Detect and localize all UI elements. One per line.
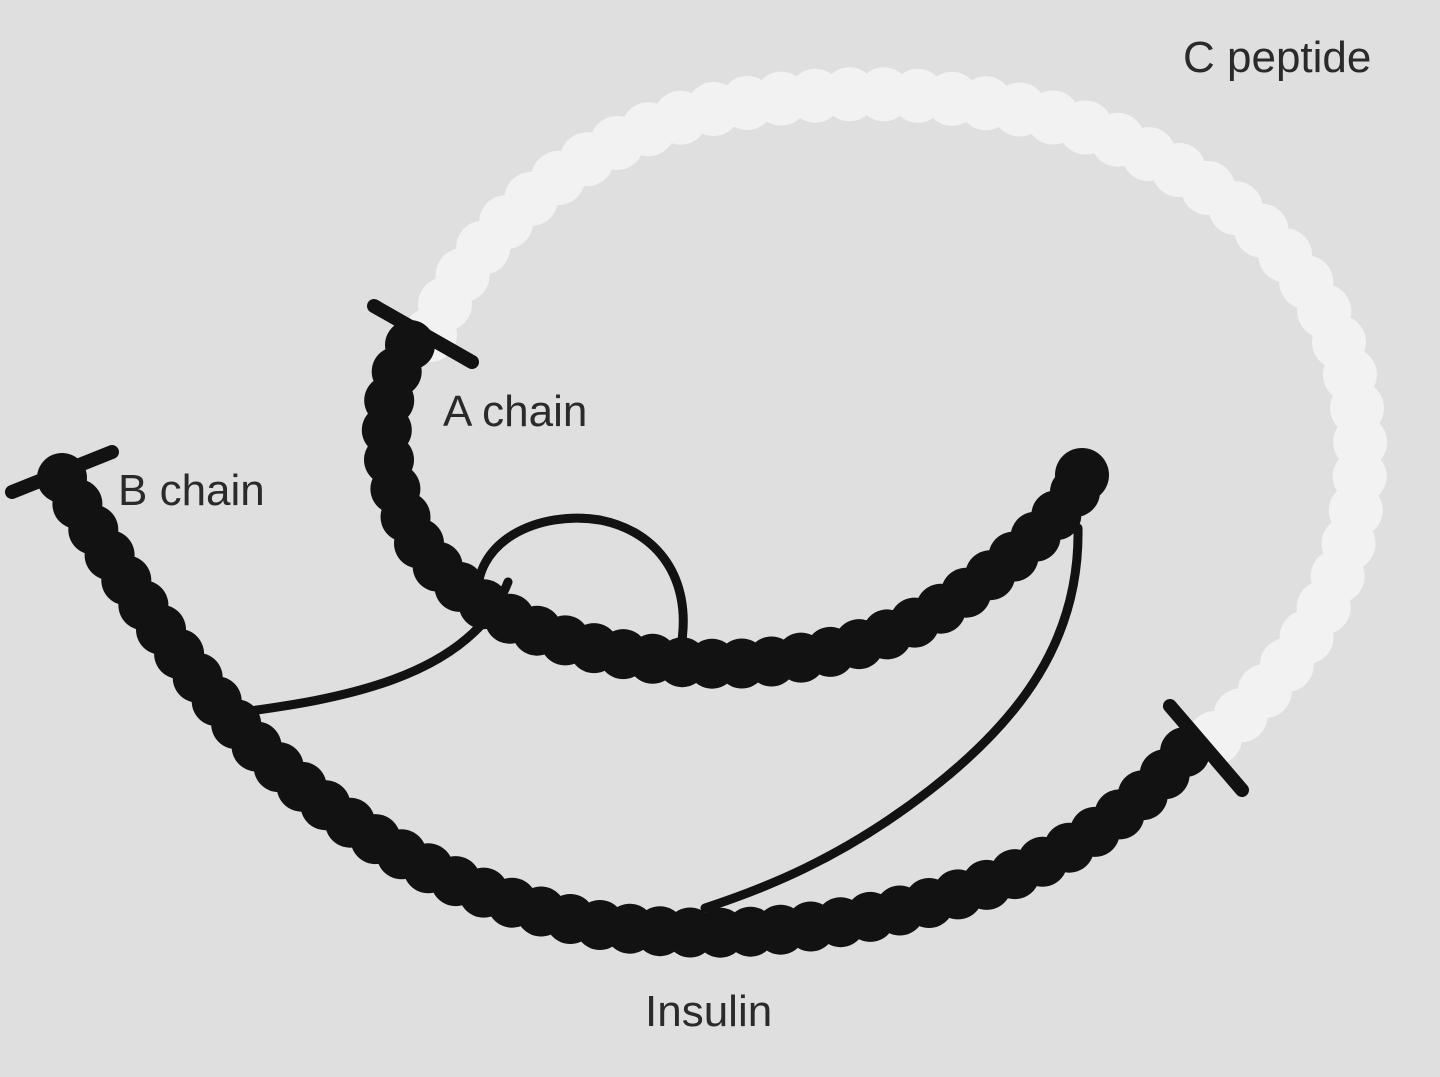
- chain-terminals: [5, 299, 1249, 797]
- c-peptide-label: C peptide: [1183, 33, 1372, 82]
- b-chain: [37, 453, 1210, 958]
- a-chain-c-terminal-bead: [1055, 448, 1109, 502]
- b-chain-label: B chain: [118, 466, 265, 515]
- b-chain-c-terminal-bar: [1163, 699, 1249, 797]
- a-chain-terminal-bar: [367, 299, 479, 369]
- intrachain-loop-a6-a11: [472, 513, 688, 645]
- c-peptide-chain: [403, 67, 1388, 765]
- a-chain-label: A chain: [443, 387, 588, 436]
- insulin-label: Insulin: [645, 987, 773, 1036]
- interchain-bond-a20-b19: [700, 523, 1083, 913]
- b-chain-terminal-bar: [5, 445, 119, 499]
- a-chain: [361, 320, 1100, 689]
